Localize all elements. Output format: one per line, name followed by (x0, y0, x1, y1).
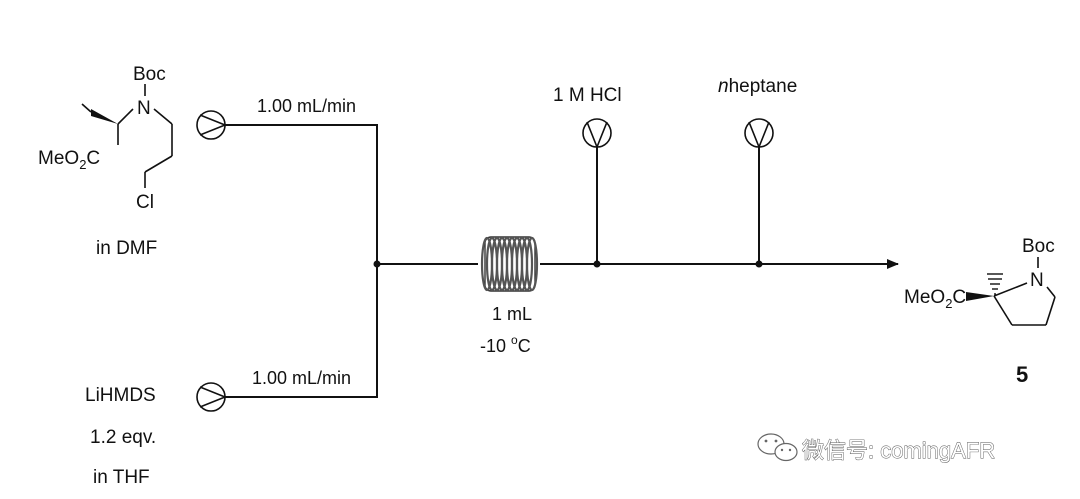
starting-material-structure: Boc N MeO2C Cl (38, 64, 173, 213)
wedge-bond (91, 109, 118, 124)
product-boc-label: Boc (1022, 236, 1055, 257)
base-equivalents-label: 1.2 eqv. (90, 427, 156, 448)
top-feed-line (225, 124, 378, 264)
pump-icon-heptane (744, 118, 774, 150)
bond (153, 108, 173, 125)
base-reagent-label: LiHMDS (85, 385, 156, 406)
bond (81, 103, 92, 113)
coil-reactor-icon (480, 236, 539, 292)
quench-reagent-label: 1 M HCl (553, 85, 622, 106)
pump-icon-bottom (196, 382, 228, 412)
watermark-text: 微信号: comingAFR (802, 438, 995, 463)
meo2c-label: MeO2C (38, 148, 100, 172)
chlorine-label: Cl (136, 192, 154, 213)
pump-icon-hcl (582, 118, 612, 150)
extraction-solvent-label: nheptane (718, 76, 797, 97)
quench-junction-dot (593, 260, 601, 268)
reactor-volume-label: 1 mL (492, 304, 532, 324)
product-nitrogen-label: N (1030, 270, 1044, 291)
boc-label: Boc (133, 64, 166, 85)
wedge-bond (966, 292, 994, 301)
bond (993, 282, 1028, 297)
bottom-feed-line (225, 264, 378, 398)
product-structure: Boc N MeO2C (904, 236, 1056, 326)
hashed-bond (987, 273, 1003, 295)
top-solvent-label: in DMF (96, 238, 157, 259)
bond (1046, 286, 1056, 298)
t-mixer-dot (373, 260, 381, 268)
bottom-flow-rate-label: 1.00 mL/min (252, 368, 351, 388)
product-meo2c-label: MeO2C (904, 287, 966, 311)
bond (117, 108, 134, 125)
bond (993, 295, 1013, 326)
bond (1045, 296, 1056, 326)
product-compound-number: 5 (1016, 362, 1028, 387)
top-flow-rate-label: 1.00 mL/min (257, 96, 356, 116)
pump-icon-top (196, 110, 228, 140)
reactor-temperature-label: -10 oC (480, 333, 531, 356)
bond (144, 155, 173, 173)
wechat-watermark: 微信号: comingAFR (757, 433, 996, 463)
bottom-solvent-label: in THF (93, 467, 150, 488)
nitrogen-label: N (137, 98, 151, 119)
extraction-junction-dot (755, 260, 763, 268)
wechat-logo-icon (757, 433, 798, 462)
